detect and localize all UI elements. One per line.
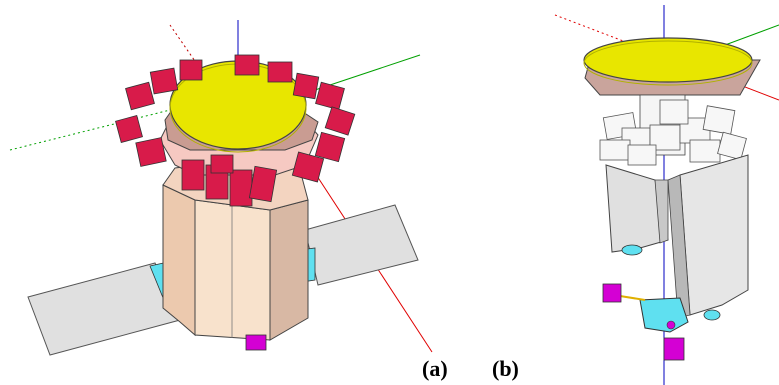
caption-panel-a: (a): [422, 356, 448, 381]
body-front-face-a: [194, 199, 271, 341]
thruster-a-4: [234, 54, 260, 76]
thruster-a-10: [135, 137, 167, 167]
solar-panel-right-b: [679, 154, 749, 316]
thruster-a-3: [179, 59, 203, 81]
thruster-blocks-b: [599, 99, 747, 166]
solar-panel-right-a: [304, 204, 419, 286]
thruster-a-8: [324, 106, 356, 136]
thruster-a-12: [291, 151, 325, 183]
thruster-a-9: [115, 115, 143, 143]
body-left-face-a: [162, 184, 196, 337]
bottom-bracket-b: [639, 297, 689, 333]
panel-a: [9, 20, 433, 356]
thruster-a-15: [229, 169, 253, 207]
hinge-right-b: [703, 309, 721, 321]
thruster-a-2: [149, 67, 179, 95]
bottom-block-a: [245, 334, 267, 351]
thruster-a-16: [248, 165, 278, 203]
thruster-a-7: [315, 81, 345, 111]
arm-link-b: [619, 295, 646, 301]
dish-b: [583, 37, 753, 83]
body-right-face-a: [269, 199, 309, 341]
block-upper-b: [602, 283, 622, 303]
thruster-a-13: [181, 159, 205, 191]
thruster-a-5: [267, 61, 293, 83]
solar-panel-left-b: [605, 164, 669, 253]
axis-y-a: [299, 54, 421, 96]
thruster-a-1: [125, 81, 155, 111]
axis-x-neg-b: [554, 14, 661, 56]
hinge-left-b: [621, 244, 643, 256]
thrusters-a: [115, 54, 356, 207]
panel-b: [554, 5, 779, 385]
thruster-a-11: [314, 131, 346, 163]
thruster-a-6: [292, 72, 320, 100]
thruster-a-17: [210, 154, 234, 174]
block-lower-b: [663, 337, 685, 361]
caption-panel-b: (b): [492, 356, 519, 381]
